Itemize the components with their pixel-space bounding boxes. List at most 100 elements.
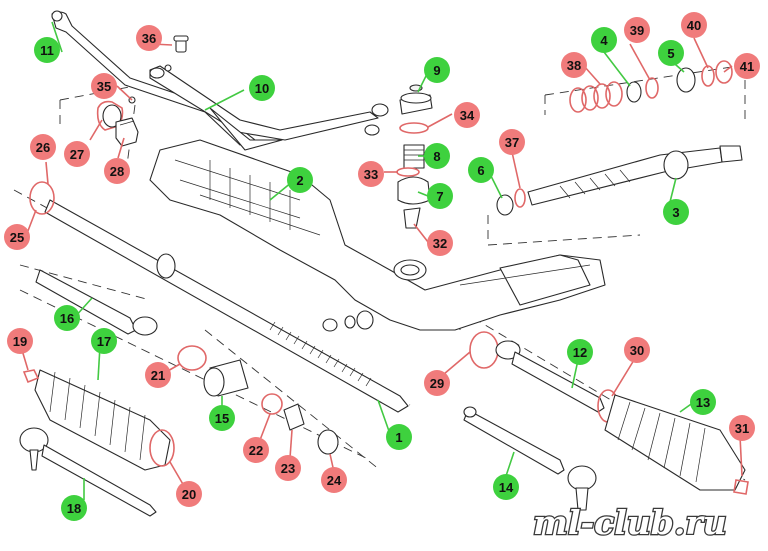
callout-38: 38 — [561, 52, 587, 78]
callout-6: 6 — [468, 157, 494, 183]
callout-number: 15 — [215, 411, 229, 426]
callout-circle — [4, 224, 30, 250]
callout-4: 4 — [591, 27, 617, 53]
seal-6 — [496, 188, 526, 216]
callout-circle — [493, 474, 519, 500]
inner-rod-16 — [35, 269, 158, 336]
callout-circle — [34, 37, 60, 63]
callout-number: 3 — [672, 205, 679, 220]
callout-number: 9 — [433, 63, 440, 78]
callout-17: 17 — [91, 328, 117, 354]
callout-number: 33 — [364, 167, 378, 182]
callout-13: 13 — [690, 389, 716, 415]
callout-circle — [275, 455, 301, 481]
callout-number: 7 — [436, 189, 443, 204]
callout-number: 4 — [600, 33, 608, 48]
callout-39: 39 — [624, 17, 650, 43]
callout-number: 13 — [696, 395, 710, 410]
callout-circle — [386, 424, 412, 450]
callout-number: 17 — [97, 334, 111, 349]
callout-number: 25 — [10, 230, 24, 245]
tie-rod-end-18 — [19, 427, 157, 517]
callout-19: 19 — [7, 328, 33, 354]
callout-number: 34 — [460, 108, 475, 123]
callout-circle — [424, 57, 450, 83]
callout-number: 21 — [151, 368, 165, 383]
callout-2: 2 — [287, 167, 313, 193]
right-rod-assembly — [463, 331, 749, 511]
callout-21: 21 — [145, 362, 171, 388]
callout-circle — [136, 25, 162, 51]
callout-26: 26 — [30, 134, 56, 160]
callout-circle — [30, 134, 56, 160]
bushing-28 — [115, 117, 139, 147]
callout-badges: 1234567891011121314151617181920212223242… — [4, 12, 760, 521]
watermark-text: ml-club.ru — [533, 503, 727, 542]
callout-number: 1 — [395, 430, 402, 445]
bushes-middle — [177, 345, 339, 455]
callout-circle — [61, 495, 87, 521]
leader-lines — [21, 21, 743, 500]
callout-circle — [64, 141, 90, 167]
callout-circle — [91, 328, 117, 354]
callout-27: 27 — [64, 141, 90, 167]
callout-number: 23 — [281, 461, 295, 476]
callout-circle — [468, 157, 494, 183]
callout-number: 24 — [327, 473, 342, 488]
callout-circle — [690, 389, 716, 415]
callout-circle — [427, 230, 453, 256]
callout-number: 22 — [249, 443, 263, 458]
callout-circle — [624, 337, 650, 363]
callout-8: 8 — [424, 143, 450, 169]
callout-number: 41 — [740, 59, 754, 74]
callout-circle — [176, 481, 202, 507]
callout-30: 30 — [624, 337, 650, 363]
callout-circle — [424, 143, 450, 169]
callout-number: 20 — [182, 487, 196, 502]
callout-circle — [561, 52, 587, 78]
steering-housing-2 — [149, 139, 606, 332]
callout-circle — [7, 328, 33, 354]
callout-circle — [54, 305, 80, 331]
callout-20: 20 — [176, 481, 202, 507]
callout-circle — [104, 158, 130, 184]
callout-number: 31 — [735, 421, 749, 436]
callout-circle — [358, 161, 384, 187]
callout-circle — [567, 339, 593, 365]
callout-1: 1 — [386, 424, 412, 450]
callout-23: 23 — [275, 455, 301, 481]
tie-rod-10 — [149, 65, 389, 151]
boot-17 — [22, 369, 175, 471]
callout-number: 40 — [687, 18, 701, 33]
callout-number: 18 — [67, 501, 81, 516]
pinion-shaft-3 — [527, 145, 743, 206]
callout-number: 6 — [477, 163, 484, 178]
callout-16: 16 — [54, 305, 80, 331]
callout-3: 3 — [663, 199, 689, 225]
callout-40: 40 — [681, 12, 707, 38]
callout-18: 18 — [61, 495, 87, 521]
callout-22: 22 — [243, 437, 269, 463]
callout-number: 37 — [505, 135, 519, 150]
callout-31: 31 — [729, 415, 755, 441]
callout-11: 11 — [34, 37, 60, 63]
callout-7: 7 — [427, 183, 453, 209]
callout-circle — [591, 27, 617, 53]
callout-35: 35 — [91, 73, 117, 99]
callout-circle — [729, 415, 755, 441]
callout-circle — [734, 53, 760, 79]
callout-circle — [663, 199, 689, 225]
callout-33: 33 — [358, 161, 384, 187]
callout-9: 9 — [424, 57, 450, 83]
callout-circle — [91, 73, 117, 99]
callout-number: 29 — [430, 376, 444, 391]
callout-number: 30 — [630, 343, 644, 358]
callout-number: 12 — [573, 345, 587, 360]
callout-5: 5 — [658, 40, 684, 66]
callout-circle — [243, 437, 269, 463]
yoke-stack — [396, 84, 433, 229]
callout-number: 28 — [110, 164, 124, 179]
callout-34: 34 — [454, 102, 480, 128]
callout-number: 36 — [142, 31, 156, 46]
